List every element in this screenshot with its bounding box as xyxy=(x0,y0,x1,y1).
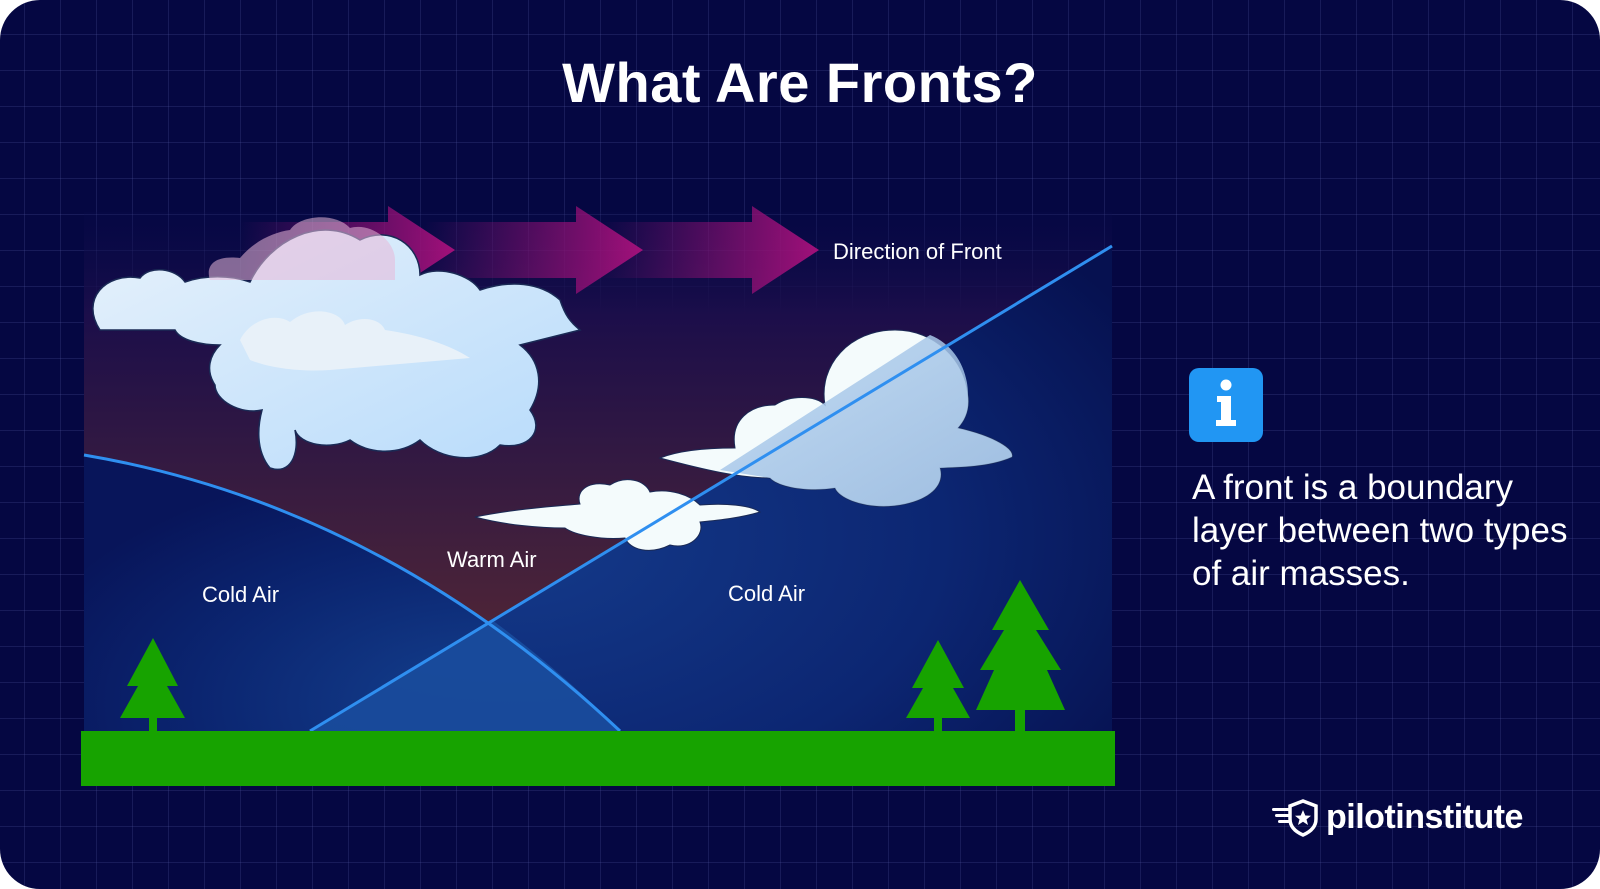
info-description: A front is a boundary layer between two … xyxy=(1192,468,1568,593)
brand-logo: pilotinstitute xyxy=(1270,797,1523,837)
info-badge xyxy=(1189,368,1263,442)
warm-front-boundary-line xyxy=(309,244,1113,733)
cold-air-right-label: Cold Air xyxy=(728,581,805,606)
tree-icon xyxy=(120,638,185,734)
arrow-icon xyxy=(600,206,819,294)
cold-air-left-label: Cold Air xyxy=(202,582,279,607)
cold-front-boundary-line xyxy=(83,453,622,733)
cloud-icon xyxy=(658,329,1013,507)
warm-air-label: Warm Air xyxy=(447,547,537,572)
brand-name: pilotinstitute xyxy=(1326,797,1523,836)
info-icon xyxy=(1216,379,1236,426)
page-title: What Are Fronts? xyxy=(562,51,1038,114)
cloud-icon xyxy=(92,217,582,471)
tree-icon xyxy=(906,640,970,734)
cloud-icon xyxy=(474,479,762,551)
direction-of-front-label: Direction of Front xyxy=(833,239,1002,264)
tree-icon xyxy=(976,580,1065,732)
ground xyxy=(81,731,1115,786)
overlap-region xyxy=(310,620,620,731)
arrow-icon xyxy=(425,206,643,294)
winged-shield-star-icon xyxy=(1272,799,1318,837)
